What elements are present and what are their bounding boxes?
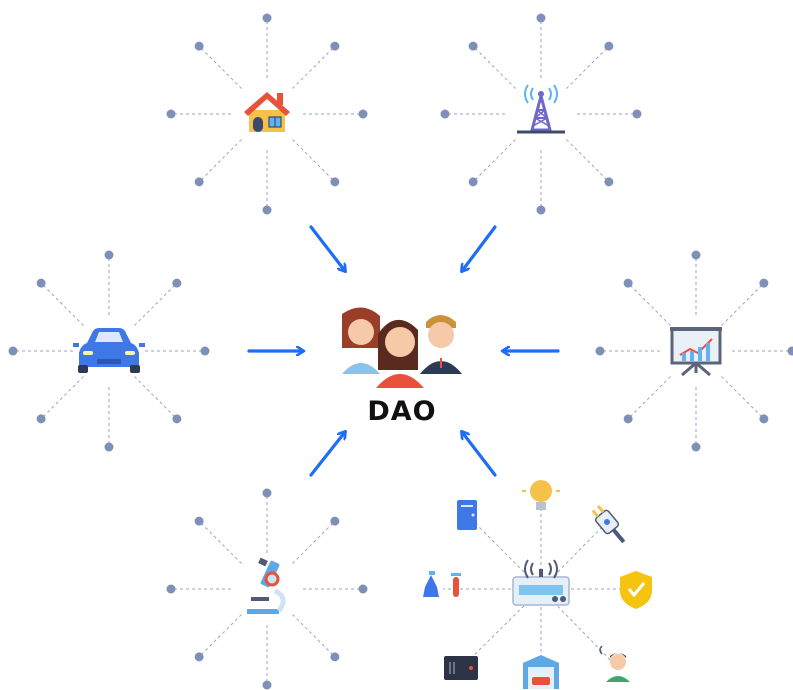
house-node-dot [262,13,272,23]
tower-node-dot [604,177,614,187]
arrow-from-iot [462,432,497,477]
house-node-dot [194,177,204,187]
shield-check-icon [620,571,652,609]
car-node-dot [8,346,18,356]
arrow-from-house [309,225,345,271]
house-node-dot [166,109,176,119]
microscope-node-dot [358,584,368,594]
tower-spoke-line [472,139,516,183]
tower-node-dot [604,41,614,51]
car-icon [73,328,145,373]
iot-spoke-line [540,521,608,590]
presentation-node-dot [623,278,633,288]
house-spoke-line [198,45,242,89]
presentation-node-dot [787,346,793,356]
microscope-spoke-line [292,520,336,564]
car-node-dot [104,250,114,260]
house-node-dot [330,41,340,51]
microscope-node-dot [194,652,204,662]
radio-tower-icon [517,84,565,134]
house-node-dot [358,109,368,119]
microscope-spoke-line [292,614,336,658]
car-node-dot [172,278,182,288]
presentation-node-dot [691,250,701,260]
car-node-dot [200,346,210,356]
microscope-node-dot [262,680,272,690]
presentation-spoke-line [627,282,671,326]
presentation-spoke-line [721,282,765,326]
arrow-from-tower [462,225,497,271]
car-spoke-line [40,282,84,326]
tower-node-dot [468,41,478,51]
car-spoke-line [134,376,178,420]
house-spoke-line [292,139,336,183]
microscope-spoke-line [198,614,242,658]
presentation-node-dot [759,278,769,288]
garage-icon [523,655,559,689]
car-spoke-line [40,376,84,420]
lab-flasks-icon [423,571,461,597]
house-spoke-line [292,45,336,89]
server-icon [457,500,477,530]
house-node-dot [330,177,340,187]
storage-box-icon [444,656,478,680]
house-spoke-line [198,139,242,183]
router-device-icon [512,559,570,606]
microscope-node-dot [166,584,176,594]
microscope-icon [247,557,286,614]
microscope-node-dot [194,516,204,526]
person-icon [599,645,630,682]
tower-node-dot [468,177,478,187]
tower-node-dot [536,13,546,23]
tower-spoke-line [566,139,610,183]
tower-spoke-line [566,45,610,89]
house-node-dot [194,41,204,51]
lightbulb-icon [522,480,560,510]
microscope-node-dot [330,652,340,662]
power-plug-icon [591,504,626,544]
people-group-icon [342,307,462,388]
microscope-node-dot [330,516,340,526]
tower-spoke-line [472,45,516,89]
microscope-spoke-line [198,520,242,564]
car-node-dot [104,442,114,452]
presentation-node-dot [691,442,701,452]
car-node-dot [172,414,182,424]
presentation-spoke-line [627,376,671,420]
arrow-from-microscope [309,432,345,477]
presentation-node-dot [595,346,605,356]
arrows [247,225,560,477]
presentation-node-dot [623,414,633,424]
tower-node-dot [536,205,546,215]
presentation-spoke-line [721,376,765,420]
microscope-node-dot [262,488,272,498]
car-node-dot [36,414,46,424]
presentation-board-icon [670,327,722,377]
house-node-dot [262,205,272,215]
tower-node-dot [440,109,450,119]
tower-node-dot [632,109,642,119]
house-icon [244,92,290,132]
car-spoke-line [134,282,178,326]
presentation-node-dot [759,414,769,424]
dao-label: DAO [367,396,437,427]
car-node-dot [36,278,46,288]
